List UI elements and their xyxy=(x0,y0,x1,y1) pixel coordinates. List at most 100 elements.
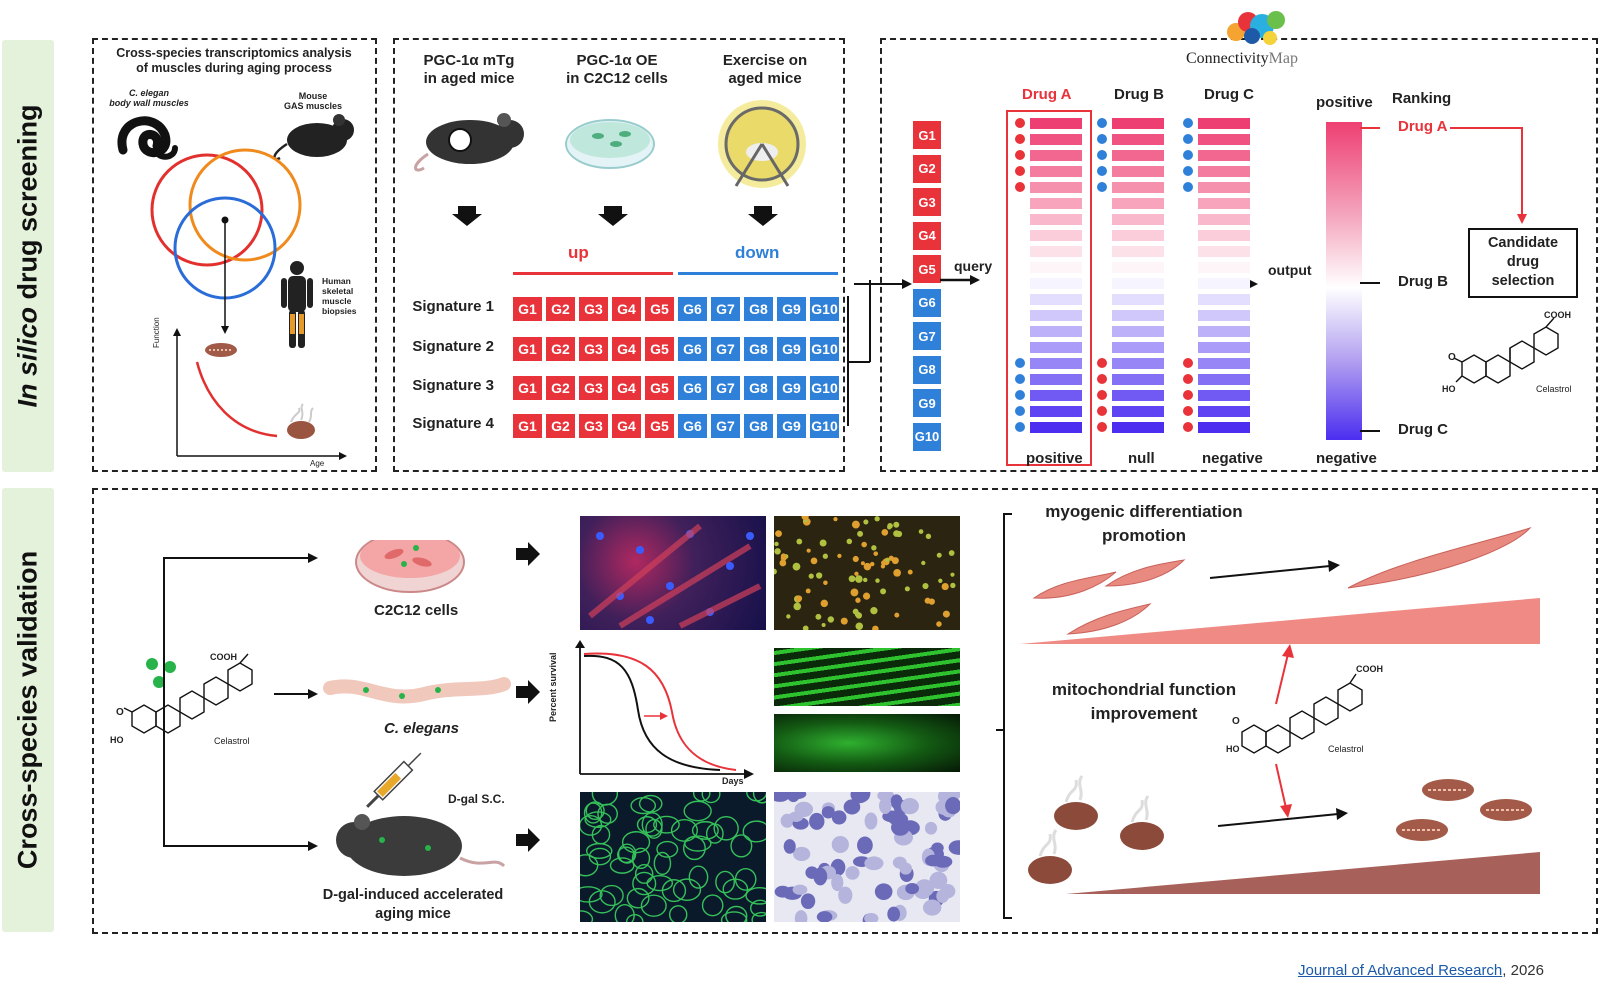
gene-cell: G3 xyxy=(578,413,609,439)
expression-bar xyxy=(1112,278,1164,289)
gene-dot xyxy=(1097,134,1107,144)
up-bar xyxy=(513,272,673,275)
celastrol-ho-left: HO xyxy=(110,735,124,745)
rank-drug-c: Drug C xyxy=(1398,421,1448,438)
celastrol-o-left: O xyxy=(116,707,124,718)
down-arrow-icon xyxy=(452,206,482,226)
ranking-label: Ranking xyxy=(1392,90,1452,107)
gene-dot xyxy=(1183,134,1193,144)
celastrol-o-right: O xyxy=(1232,716,1240,727)
expression-bar xyxy=(1198,406,1250,417)
worm-muscle-fiber-image xyxy=(774,648,960,706)
gene-dot xyxy=(1183,182,1193,192)
gene-cell: G6 xyxy=(677,375,708,401)
drug-b-header: Drug B xyxy=(1114,86,1164,103)
myotube-icon xyxy=(1347,526,1532,589)
header-pgc-oe: PGC-1α OE in C2C12 cells xyxy=(566,52,668,87)
gene-cell: G7 xyxy=(710,375,741,401)
gene-cell: G7 xyxy=(710,336,741,362)
c-elegan-label: C. elegan body wall muscles xyxy=(109,88,189,108)
side-label-rest: drug screening xyxy=(12,104,43,308)
gene-cell: G3 xyxy=(578,296,609,322)
function-decline-curve xyxy=(195,361,278,438)
expression-bar xyxy=(1030,214,1082,225)
c2c12-label: C2C12 cells xyxy=(374,602,459,619)
aging-mouse-icon xyxy=(336,814,506,876)
expression-bar xyxy=(1030,342,1082,353)
mouse-muscle-sdh-image xyxy=(774,792,960,922)
connector-to-query xyxy=(854,279,912,289)
gene-cell: G3 xyxy=(578,336,609,362)
validation-flow-illustration xyxy=(123,540,540,876)
expression-bar xyxy=(1030,422,1082,433)
expression-bar xyxy=(1112,310,1164,321)
gene-dot xyxy=(1097,166,1107,176)
gene-dot xyxy=(1015,118,1025,128)
expression-bar xyxy=(1198,262,1250,273)
gene-cell: G5 xyxy=(644,296,675,322)
celastrol-structure-top xyxy=(1453,317,1559,384)
gene-cell: G9 xyxy=(776,375,807,401)
gene-cell: G6 xyxy=(677,413,708,439)
drug-profile-bars xyxy=(1015,118,1250,433)
journal-link[interactable]: Journal of Advanced Research xyxy=(1297,962,1503,979)
gradient-bottom-label: negative xyxy=(1316,450,1377,467)
gene-dot xyxy=(1183,358,1193,368)
celastrol-o-top: O xyxy=(1448,352,1456,363)
candidate-label: Candidate drug selection xyxy=(1487,235,1559,289)
rank-drug-b: Drug B xyxy=(1398,273,1448,290)
gene-cell: G10 xyxy=(809,336,840,362)
side-label-screening: In silico drug screening xyxy=(2,40,54,472)
drug-c-header: Drug C xyxy=(1204,86,1254,103)
gene-cell: G1 xyxy=(512,413,543,439)
gene-cell: G7 xyxy=(710,296,741,322)
candidate-box xyxy=(1468,228,1578,298)
expression-bar xyxy=(1112,134,1164,145)
gene-dot xyxy=(1097,406,1107,416)
expression-bar xyxy=(1112,294,1164,305)
expression-bar xyxy=(1198,166,1250,177)
signature-label: Signature 3 xyxy=(412,377,494,394)
expression-bar xyxy=(1112,358,1164,369)
celastrol-structure-left xyxy=(123,653,253,734)
gene-cell: G10 xyxy=(809,375,840,401)
query-label: query xyxy=(954,258,993,274)
celastrol-cooh-left: COOH xyxy=(210,652,237,662)
drug-b-bottom: null xyxy=(1128,450,1155,467)
gene-dot xyxy=(1097,182,1107,192)
gene-dot xyxy=(1097,390,1107,400)
expression-bar xyxy=(1198,310,1250,321)
dgal-sc-label: D-gal S.C. xyxy=(448,792,505,806)
expression-bar xyxy=(1198,390,1250,401)
outcome-bracket xyxy=(996,513,1012,919)
side-label-validation: Cross-species validation xyxy=(2,488,54,932)
gene-dot xyxy=(1015,182,1025,192)
expression-bar xyxy=(1198,182,1250,193)
panel2-illustrations xyxy=(414,100,806,226)
celastrol-cooh-top: COOH xyxy=(1544,310,1571,320)
expression-bar xyxy=(1030,294,1082,305)
control-survival-curve xyxy=(583,654,721,771)
gene-cell: G10 xyxy=(809,296,840,322)
worm-icon xyxy=(117,116,171,158)
gene-cell: G2 xyxy=(545,413,576,439)
right-arrow-icon xyxy=(516,542,540,566)
y-axis-function: Function xyxy=(152,317,161,348)
gene-dot xyxy=(1183,406,1193,416)
expression-bar xyxy=(1030,150,1082,161)
header-exercise: Exercise on aged mice xyxy=(722,52,808,87)
gene-cell: G6 xyxy=(677,336,708,362)
expression-bar xyxy=(1198,422,1250,433)
aged-mouse-icon xyxy=(414,113,524,172)
damaged-mitochondria-icon xyxy=(287,421,315,439)
outcome-illustrations xyxy=(1020,526,1540,894)
gene-cell: G1 xyxy=(512,336,543,362)
human-label: Human skeletal muscle biopsies xyxy=(322,276,357,316)
expression-bar xyxy=(1198,118,1250,129)
syringe-icon xyxy=(366,752,422,808)
exercise-wheel-icon xyxy=(718,100,806,188)
signature-label: Signature 1 xyxy=(412,298,494,315)
expression-bar xyxy=(1112,198,1164,209)
side-label-validation-text: Cross-species validation xyxy=(12,550,43,870)
venn-orange-circle xyxy=(188,148,302,262)
